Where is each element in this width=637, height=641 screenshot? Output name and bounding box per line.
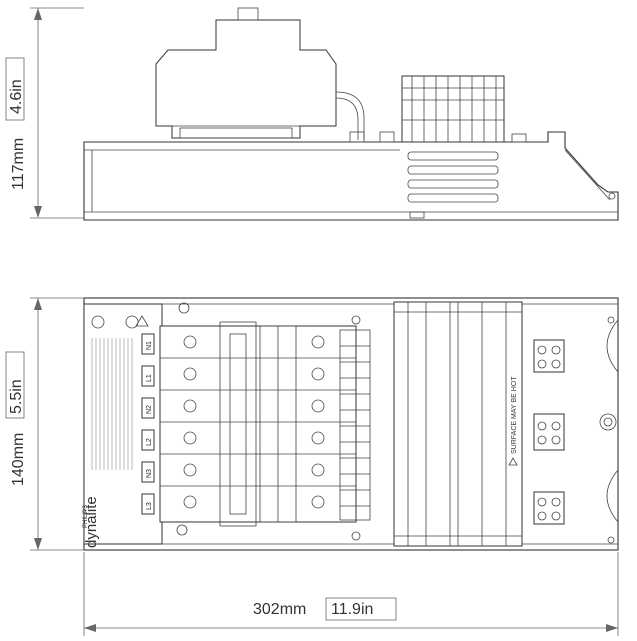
terminal-labels: N1 L1 N2 L2 N3 L3 xyxy=(141,333,155,515)
warning-triangle-icon xyxy=(508,457,518,466)
right-terminal-screws xyxy=(311,335,325,509)
brand-label: dynalite xyxy=(83,496,100,548)
side-view-heatsink xyxy=(401,75,505,143)
left-terminal-screws xyxy=(183,335,197,509)
width-dimension: 140mm 5.5in xyxy=(5,297,84,551)
side-view-base xyxy=(83,131,619,221)
output-wire-terminals xyxy=(339,329,371,521)
terminal-n3-label: N3 xyxy=(146,469,153,478)
height-inch-label: 4.6in xyxy=(8,79,25,114)
mount-screw-top xyxy=(178,302,190,314)
breaker-block xyxy=(159,321,357,527)
height-mm-label: 117mm xyxy=(10,138,27,190)
side-view-breaker xyxy=(155,19,337,139)
terminal-n2-label: N2 xyxy=(146,405,153,414)
input-terminal-blocks xyxy=(533,339,565,525)
width-mm-label: 140mm xyxy=(10,433,27,486)
top-view-end-plate xyxy=(599,316,619,544)
width-inch-label: 5.5in xyxy=(8,379,25,414)
height-dimension: 117mm 4.6in xyxy=(5,7,84,219)
length-mm-label: 302mm xyxy=(253,601,306,618)
top-view: dynalite PHILIPS N1 L1 N2 L2 N3 L3 xyxy=(83,297,619,551)
top-view-heatsink xyxy=(393,301,523,547)
length-dimension: 302mm 11.9in xyxy=(83,552,619,636)
terminal-l2-label: L2 xyxy=(146,438,153,446)
maker-label: PHILIPS xyxy=(83,505,89,528)
terminal-n1-label: N1 xyxy=(146,341,153,350)
length-inch-label: 11.9in xyxy=(331,601,373,618)
hot-surface-warning: SURFACE MAY BE HOT xyxy=(511,376,518,454)
terminal-l3-label: L3 xyxy=(146,502,153,510)
terminal-l1-label: L1 xyxy=(146,374,153,382)
mount-screw-bottom xyxy=(176,524,188,536)
side-view xyxy=(83,7,619,221)
